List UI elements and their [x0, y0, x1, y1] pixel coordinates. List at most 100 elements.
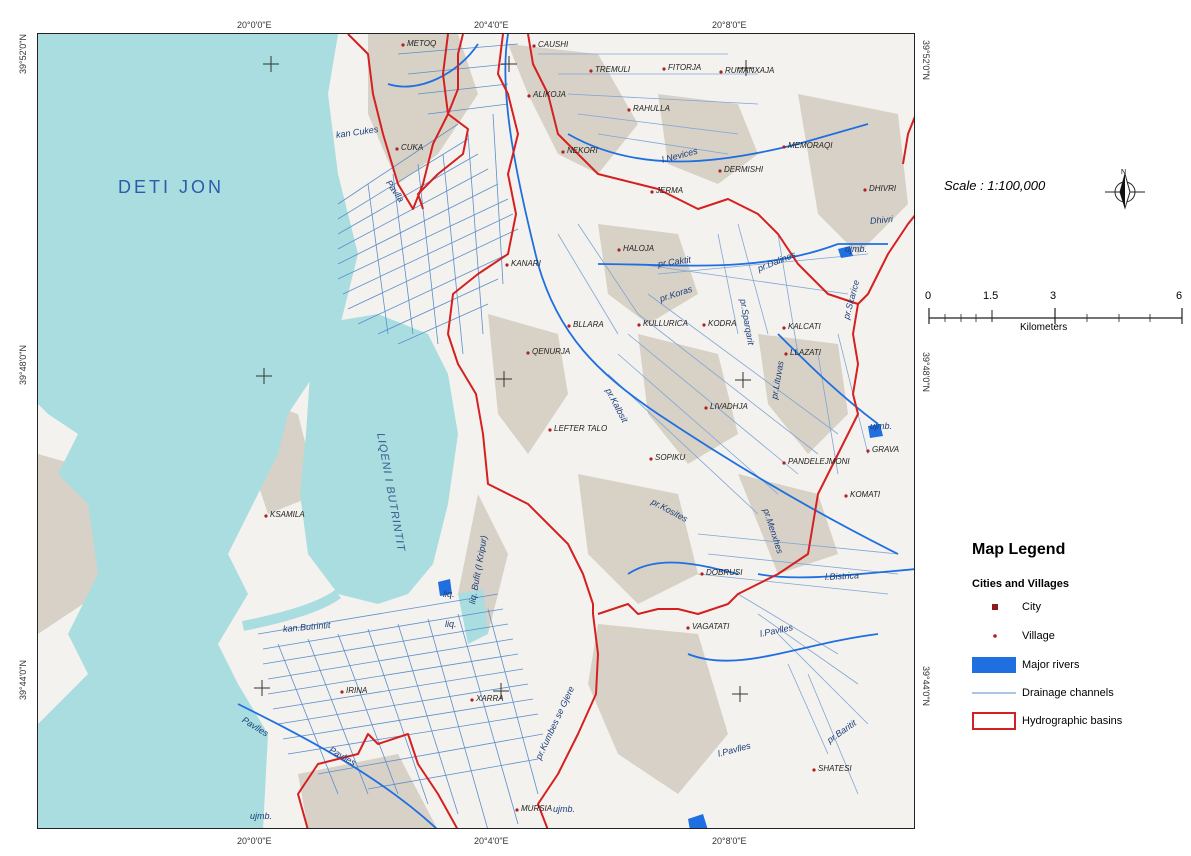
village-label: KALCATI	[788, 322, 821, 331]
bufi-lagoon	[458, 589, 488, 644]
legend-subtitle: Cities and Villages	[972, 578, 1070, 590]
map-canvas[interactable]	[38, 34, 915, 829]
village-dot	[702, 323, 706, 327]
village-label: DERMISHI	[724, 165, 764, 174]
village-dot	[782, 326, 786, 330]
scale-bar-label-3: 6	[1176, 290, 1183, 302]
legend-item-drainage-channels: Drainage channels	[972, 684, 1114, 702]
north-arrow-letter: N	[1121, 169, 1126, 176]
village-label: HALOJA	[623, 244, 655, 253]
legend-item-city: City	[972, 598, 1041, 616]
village-dot	[264, 514, 268, 518]
village-label: DHIVRI	[869, 184, 897, 193]
ionian-sea	[38, 34, 358, 828]
village-label: PANDELEJMONI	[788, 457, 850, 466]
village-dot	[782, 461, 786, 465]
scale-bar	[928, 308, 1183, 324]
village-label: FITORJA	[668, 63, 702, 72]
vivari-channel	[242, 589, 341, 631]
legend-item-label: Drainage channels	[1022, 687, 1114, 699]
legend-title: Map Legend	[972, 541, 1066, 558]
legend-item-label: Village	[1022, 630, 1055, 642]
legend-item-hydrographic-basins: Hydrographic basins	[972, 712, 1122, 730]
river-label: ujmb.	[553, 804, 576, 814]
village-label: VAGATATI	[692, 622, 730, 631]
river-label: Dhivri	[869, 214, 894, 226]
village-dot	[866, 449, 870, 453]
legend-item-label: Hydrographic basins	[1022, 715, 1123, 727]
village-label: RAHULLA	[633, 104, 670, 113]
scale-bar-label-0: 0	[925, 290, 932, 302]
village-label: XARRA	[476, 694, 504, 703]
river-label: ujmb.	[845, 244, 868, 254]
village-dot	[812, 768, 816, 772]
village-dot	[505, 263, 509, 267]
village-label: MURSIA	[521, 804, 553, 813]
scale-text: Scale : 1:100,000	[944, 178, 1045, 193]
village-label: JERMA	[656, 186, 684, 195]
village-dot	[686, 626, 690, 630]
village-label: KULLURICA	[643, 319, 688, 328]
coord-bottom-3: 20°8'0"E	[712, 836, 747, 846]
village-label: KOMATI	[850, 490, 881, 499]
village-dot	[527, 94, 531, 98]
major-river-symbol-icon	[972, 657, 1016, 673]
drainage-grid-south	[257, 593, 544, 828]
village-dot	[532, 44, 536, 48]
scale-bar-label-2: 3	[1050, 290, 1057, 302]
village-label: ALIKOJA	[533, 90, 566, 99]
sea-label: DETI JON	[118, 177, 225, 197]
village-dot	[863, 188, 867, 192]
legend-item-label: Major rivers	[1022, 659, 1080, 671]
village-label: LLAZATI	[790, 348, 821, 357]
village-dot	[526, 351, 530, 355]
water-bodies	[438, 246, 883, 828]
village-label: TREMULI	[595, 65, 631, 74]
coord-top-1: 20°0'0"E	[237, 20, 272, 30]
village-dot	[395, 147, 399, 151]
scale-unit: Kilometers	[1020, 322, 1068, 333]
village-label: DOBRUSI	[706, 568, 743, 577]
village-label: CUKA	[401, 143, 424, 152]
village-label: LEFTER TALO	[554, 424, 608, 433]
city-symbol-icon	[992, 604, 998, 610]
village-label: BLLARA	[573, 320, 604, 329]
river-label: liq.	[445, 619, 457, 629]
coord-bottom-1: 20°0'0"E	[237, 836, 272, 846]
coord-left-1: 39°52'0"N	[18, 34, 28, 75]
butrint-lake	[300, 314, 458, 604]
village-label: GRAVA	[872, 445, 900, 454]
coord-bottom-2: 20°4'0"E	[474, 836, 509, 846]
village-label: CAUSHI	[538, 40, 569, 49]
north-arrow-icon: N	[1105, 169, 1145, 210]
river-label: liq.	[443, 589, 455, 599]
drainage-channels-east	[538, 53, 899, 795]
village-dot	[704, 406, 708, 410]
village-dot	[617, 248, 621, 252]
village-dot	[718, 169, 722, 173]
coord-right-3: 39°44'0"N	[921, 666, 931, 707]
village-dot	[470, 698, 474, 702]
village-dot	[515, 808, 519, 812]
village-dot	[650, 190, 654, 194]
village-dot	[782, 145, 786, 149]
coord-top-2: 20°4'0"E	[474, 20, 509, 30]
drainage-channel-symbol-icon	[972, 692, 1016, 694]
village-label: SOPIKU	[655, 453, 686, 462]
river-label: ujmb.	[250, 811, 273, 821]
graticule-crosses	[254, 56, 754, 702]
legend-item-major-rivers: Major rivers	[972, 656, 1079, 674]
village-dot	[589, 69, 593, 73]
coord-right-1: 39°52'0"N	[921, 40, 931, 81]
relief-shading	[38, 34, 908, 828]
village-dot	[784, 352, 788, 356]
scale-bar-label-1: 1.5	[983, 290, 999, 302]
coord-right-2: 39°48'0"N	[921, 352, 931, 393]
village-dot	[649, 457, 653, 461]
village-label: KSAMILA	[270, 510, 305, 519]
village-dot	[561, 150, 565, 154]
scale-label: Scale :	[944, 178, 984, 193]
village-dot	[401, 43, 405, 47]
